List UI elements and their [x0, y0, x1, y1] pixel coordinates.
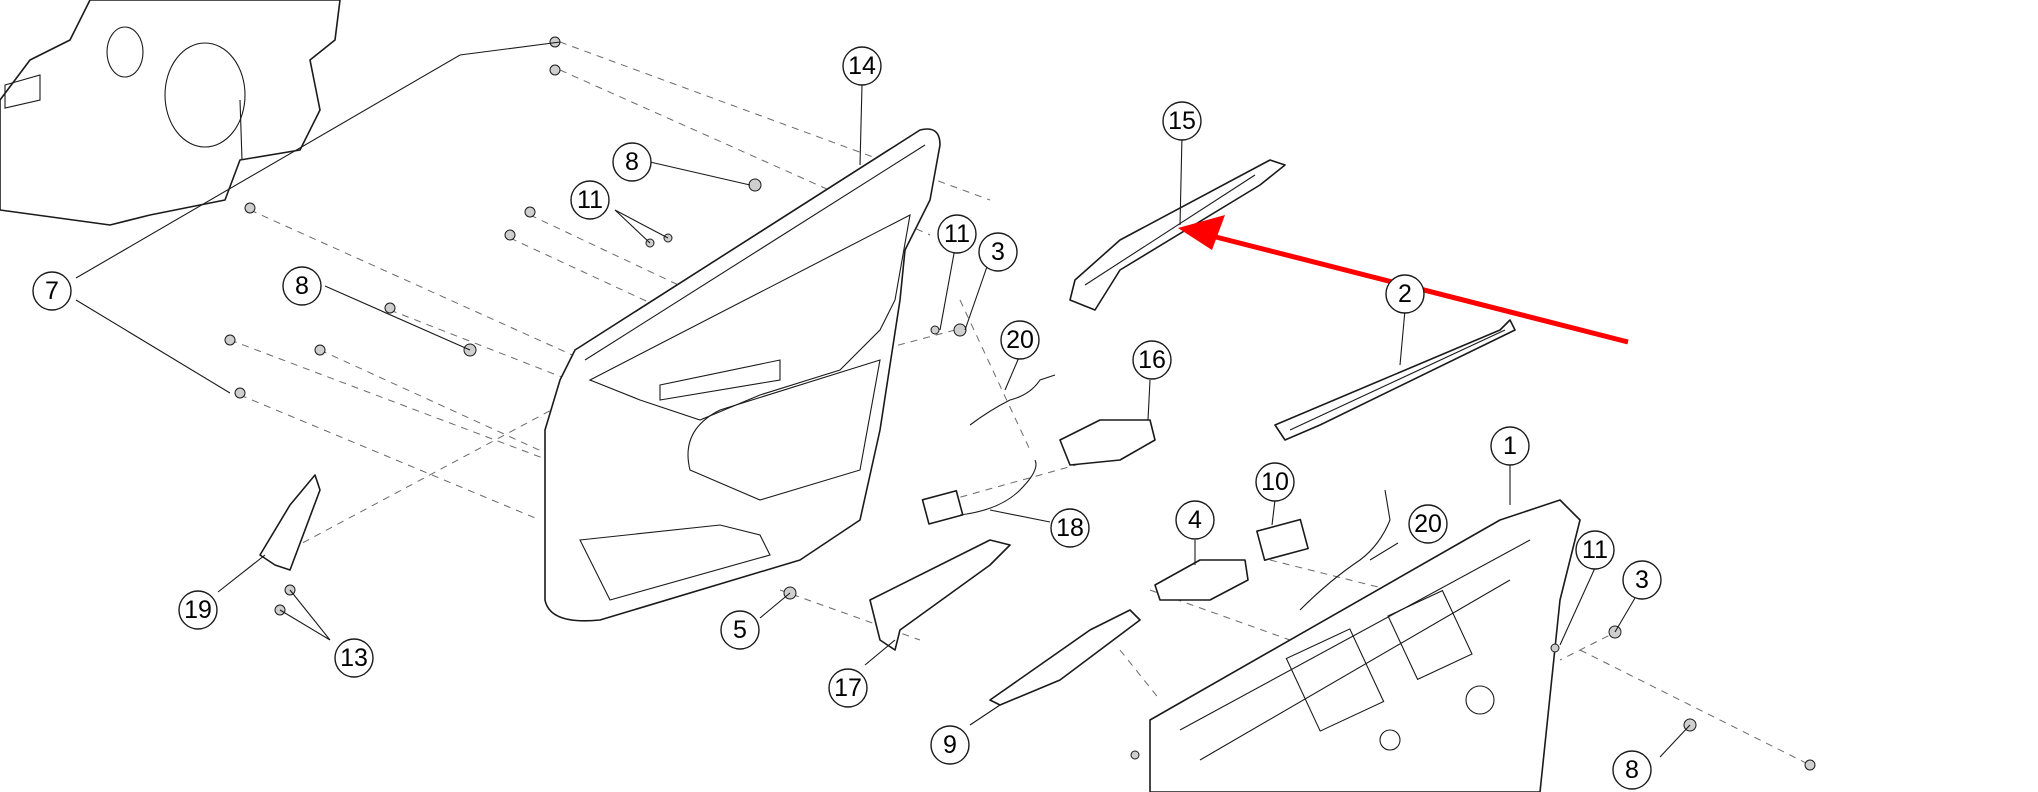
callout-label: 16 — [1138, 346, 1166, 374]
callout-label: 4 — [1188, 506, 1202, 534]
fasteners — [224, 36, 1816, 771]
window-switch-parts — [921, 489, 1309, 561]
callout-label: 11 — [944, 220, 970, 248]
callout-5: 5 — [720, 610, 760, 650]
callout-label: 8 — [625, 148, 639, 176]
callout-label: 10 — [1261, 468, 1289, 496]
callouts: 14 15 8 11 11 3 7 8 20 16 2 1 10 20 4 18… — [32, 46, 1662, 790]
callout-label: 20 — [1414, 510, 1442, 538]
callout-label: 11 — [1582, 536, 1608, 564]
callout-11-mid: 11 — [937, 214, 977, 254]
callout-3-top: 3 — [978, 232, 1018, 272]
callout-label: 17 — [834, 674, 862, 702]
callout-20-top: 20 — [1000, 320, 1040, 360]
callout-1: 1 — [1490, 426, 1530, 466]
callout-7: 7 — [32, 271, 72, 311]
callout-label: 19 — [184, 596, 212, 624]
callout-leaders — [75, 41, 1691, 758]
callout-label: 8 — [1625, 756, 1639, 784]
callout-label: 9 — [943, 731, 957, 759]
callout-label: 13 — [340, 644, 368, 672]
wiring-harness-parts — [959, 374, 1391, 611]
belt-molding-part — [1274, 319, 1516, 441]
callout-13: 13 — [334, 638, 374, 678]
callout-19: 19 — [178, 590, 218, 630]
callout-9: 9 — [930, 725, 970, 765]
inner-door-frame-part — [1149, 499, 1581, 792]
callout-11-right: 11 — [1575, 530, 1615, 570]
callout-15: 15 — [1162, 101, 1202, 141]
switch-bezel-lower-part — [1154, 559, 1249, 601]
callout-14: 14 — [842, 46, 882, 86]
callout-label: 11 — [577, 186, 603, 214]
upper-trim-strip-part — [1069, 159, 1286, 311]
callout-label: 1 — [1503, 432, 1517, 460]
callout-16: 16 — [1132, 340, 1172, 380]
callout-label: 20 — [1006, 326, 1034, 354]
callout-20-right: 20 — [1408, 504, 1448, 544]
callout-10: 10 — [1255, 462, 1295, 502]
callout-8-top: 8 — [612, 142, 652, 182]
callout-4: 4 — [1175, 500, 1215, 540]
callout-label: 15 — [1168, 107, 1196, 135]
door-trim-panel-part — [544, 128, 941, 622]
callout-18: 18 — [1050, 508, 1090, 548]
callout-17: 17 — [828, 668, 868, 708]
callout-label: 14 — [848, 52, 876, 80]
assembly-dashed-lines — [229, 41, 1811, 766]
callout-11-top: 11 — [570, 180, 610, 220]
callout-label: 7 — [45, 277, 59, 305]
lower-bolster-part — [989, 609, 1141, 706]
switch-bezel-part — [1059, 419, 1156, 466]
callout-label: 18 — [1056, 514, 1084, 542]
callout-label: 3 — [1635, 566, 1649, 594]
callout-8-left: 8 — [282, 266, 322, 306]
callout-2: 2 — [1385, 274, 1425, 314]
callout-label: 8 — [295, 272, 309, 300]
water-shield-part — [0, 0, 341, 226]
callout-8-bottom: 8 — [1612, 750, 1652, 790]
armrest-bolster-part — [869, 539, 1011, 651]
pillar-trim-part — [259, 474, 321, 571]
callout-3-right: 3 — [1622, 560, 1662, 600]
callout-label: 5 — [733, 616, 747, 644]
callout-label: 2 — [1398, 280, 1412, 308]
callout-label: 3 — [991, 238, 1005, 266]
